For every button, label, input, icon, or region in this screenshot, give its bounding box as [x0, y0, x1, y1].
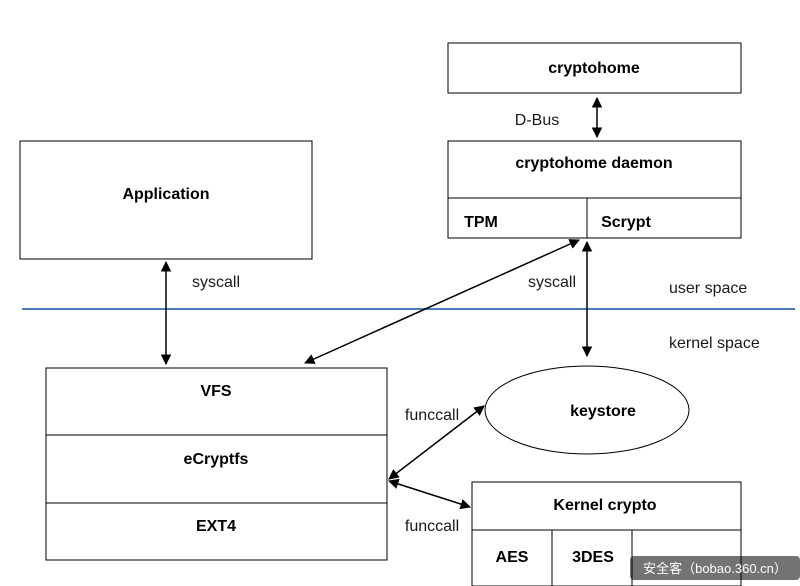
funccall-keystore-arrow: [388, 405, 485, 480]
cryptohome-box: [447, 42, 742, 94]
keystore-label: keystore: [570, 403, 636, 420]
watermark-background: [630, 556, 800, 580]
tpm-label: TPM: [464, 214, 498, 231]
kernel-crypto-label: Kernel crypto: [553, 497, 656, 514]
cryptohome-daemon-box: [447, 140, 742, 239]
filesystem-stack-box: [45, 367, 388, 561]
application-label: Application: [122, 186, 209, 203]
ecryptfs-label: eCryptfs: [184, 451, 249, 468]
watermark-text: 安全客（bobao.360.cn）: [643, 561, 787, 576]
funccall-crypto-arrow: [388, 478, 471, 510]
syscall-daemon-label: syscall: [528, 274, 576, 291]
cryptohome-label: cryptohome: [548, 60, 640, 77]
funccall-crypto-label: funccall: [405, 518, 459, 535]
syscall-vfs-daemon-arrow: [304, 239, 580, 364]
cryptohome-daemon-label: cryptohome daemon: [515, 155, 672, 172]
tripledes-label: 3DES: [572, 549, 614, 566]
keystore-ellipse: [484, 365, 690, 455]
dbus-label: D-Bus: [515, 112, 559, 129]
aes-label: AES: [496, 549, 529, 566]
syscall-app-label: syscall: [192, 274, 240, 291]
kernel-space-label: kernel space: [669, 335, 760, 352]
scrypt-label: Scrypt: [601, 214, 651, 231]
application-box: [19, 140, 313, 260]
user-space-label: user space: [669, 280, 747, 297]
ext4-label: EXT4: [196, 518, 236, 535]
vfs-label: VFS: [200, 383, 231, 400]
funccall-keystore-label: funccall: [405, 407, 459, 424]
